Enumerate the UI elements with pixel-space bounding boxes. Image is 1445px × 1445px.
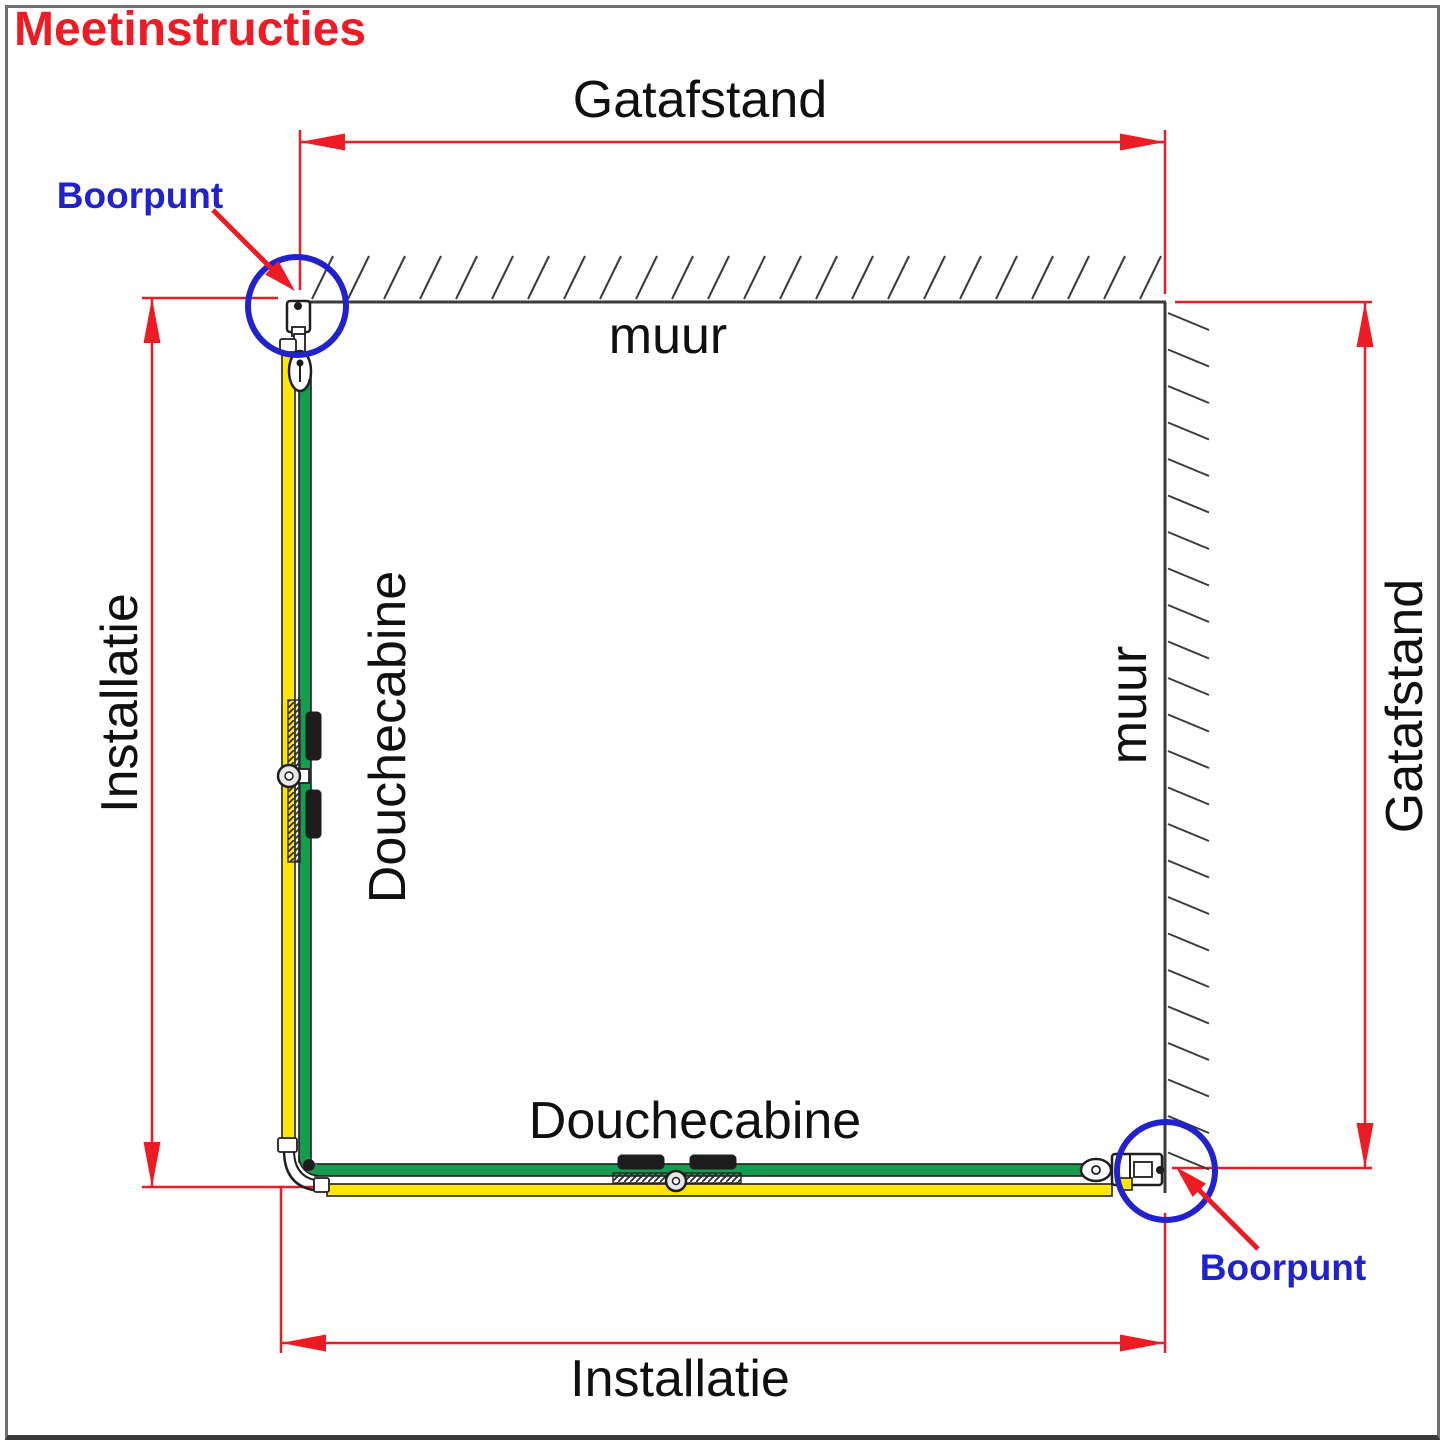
label-muur-top: muur	[608, 307, 728, 365]
wall-right	[1163, 302, 1210, 1193]
wall-top	[294, 255, 1166, 304]
drill-point-circle-bottom-right	[1114, 1119, 1218, 1223]
label-installatie-left: Installatie	[91, 593, 149, 813]
page-title: Meetinstructies	[14, 3, 367, 56]
boorpunt-arrow-bottom-right	[1176, 1167, 1260, 1251]
boorpunt-arrow-top-left	[211, 208, 295, 291]
label-muur-right: muur	[1100, 645, 1158, 765]
label-boorpunt-bottom-right: Boorpunt	[1199, 1247, 1367, 1288]
label-installatie-bottom: Installatie	[570, 1350, 790, 1408]
wall-right-hatching	[1167, 312, 1210, 1171]
hinge-left-wall	[276, 699, 322, 863]
corner-joint-bottom-left	[277, 1137, 330, 1193]
dimension-installatie-left	[142, 296, 322, 1189]
hinge-bottom-wall	[612, 1154, 742, 1193]
label-douchecabine-bottom: Douchecabine	[528, 1092, 862, 1150]
wall-top-hatching	[311, 255, 1162, 300]
drill-point-circle-top-left	[245, 254, 349, 358]
label-gatafstand-right: Gatafstand	[1376, 578, 1434, 834]
label-douchecabine-left: Douchecabine	[359, 570, 417, 904]
wall-bracket-top-left	[279, 299, 313, 393]
label-gatafstand-top: Gatafstand	[572, 71, 828, 129]
label-boorpunt-top-left: Boorpunt	[56, 175, 224, 216]
dimension-gatafstand-right	[1172, 300, 1374, 1170]
dimension-gatafstand-top	[298, 130, 1167, 294]
dimension-installatie-bottom	[279, 1188, 1167, 1353]
wall-bracket-bottom-right	[1079, 1152, 1164, 1191]
shower-wall-bottom	[314, 1163, 1113, 1197]
